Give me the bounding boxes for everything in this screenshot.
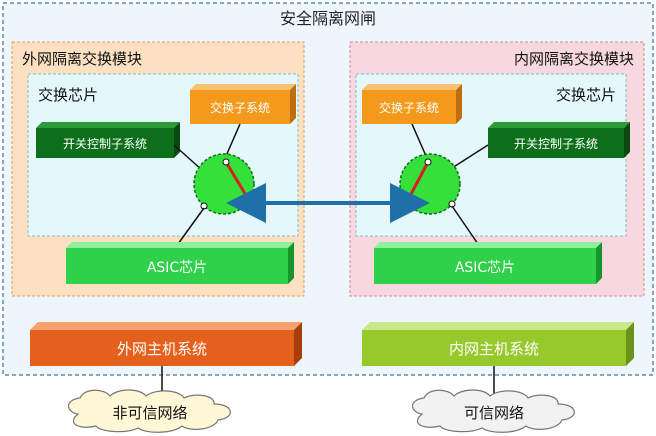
untrusted-network-cloud-icon: 非可信网络: [67, 389, 231, 433]
external-asic-chip: ASIC芯片: [66, 242, 294, 284]
external-switch-subsystem-label: 交换子系统: [210, 100, 270, 115]
trusted-network-cloud-icon: 可信网络: [411, 389, 575, 433]
external-host-system: 外网主机系统: [30, 322, 302, 366]
internal-host-system: 内网主机系统: [362, 322, 634, 366]
internal-host-label: 内网主机系统: [449, 340, 539, 358]
internal-module-title: 内网隔离交换模块: [514, 50, 634, 68]
internal-asic-label: ASIC芯片: [455, 260, 515, 276]
internal-switch-control-subsystem: 开关控制子系统: [488, 122, 630, 158]
untrusted-network-label: 非可信网络: [112, 404, 187, 422]
trusted-network-label: 可信网络: [464, 404, 524, 422]
external-module-title: 外网隔离交换模块: [22, 50, 142, 68]
internal-switch-subsystem: 交换子系统: [362, 84, 462, 124]
internal-asic-chip: ASIC芯片: [374, 242, 602, 284]
external-switch-control-label: 开关控制子系统: [63, 137, 147, 151]
external-switch-control-subsystem: 开关控制子系统: [36, 122, 180, 158]
external-switch-subsystem: 交换子系统: [190, 84, 296, 124]
external-asic-label: ASIC芯片: [147, 260, 207, 276]
internal-chip-label: 交换芯片: [556, 86, 616, 104]
internal-switch-subsystem-label: 交换子系统: [379, 100, 439, 115]
internal-switch-control-label: 开关控制子系统: [514, 137, 598, 151]
external-host-label: 外网主机系统: [117, 340, 207, 358]
external-chip-label: 交换芯片: [38, 86, 98, 104]
gateway-title: 安全隔离网闸: [280, 9, 376, 28]
